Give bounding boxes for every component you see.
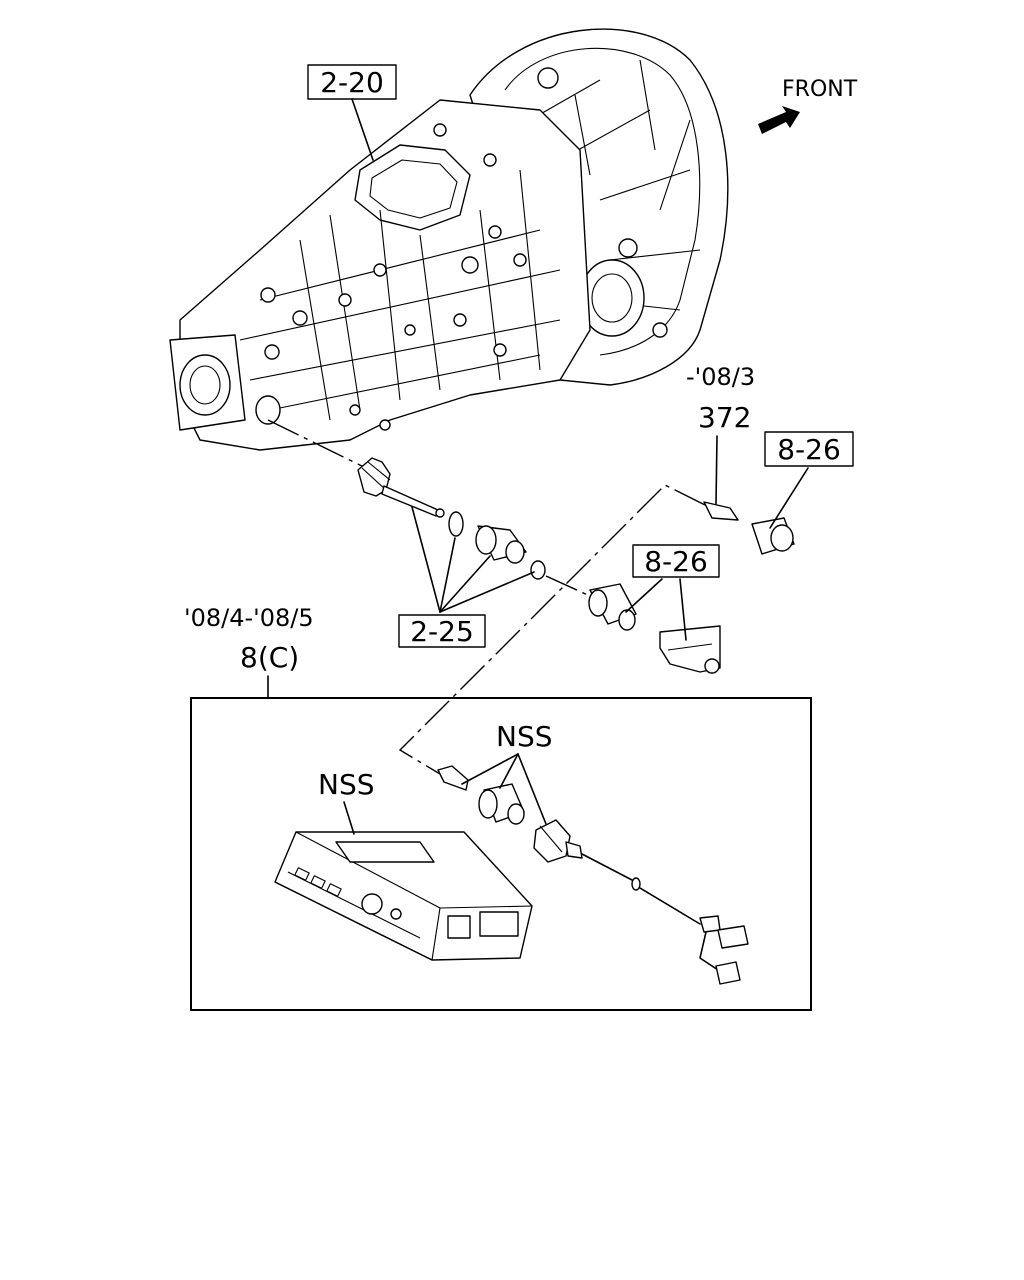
callout-2-25[interactable]: 2-25 [398, 506, 535, 648]
callout-nss-sensor-label: NSS [496, 720, 553, 753]
callout-2-25-label: 2-25 [410, 615, 474, 648]
o-ring [448, 511, 464, 537]
nss-sensor-sleeve [478, 783, 525, 825]
connector-372 [703, 501, 739, 521]
front-arrow-icon [758, 106, 800, 134]
callout-nss-unit-label: NSS [318, 768, 375, 801]
speed-gear-group [267, 419, 591, 597]
callout-nss-unit[interactable]: NSS [318, 768, 375, 835]
callout-8-26-lower[interactable]: 8-26 [625, 544, 720, 641]
nss-control-unit [274, 831, 533, 961]
sensor-8-26-upper [751, 517, 795, 555]
callout-372-label: 372 [698, 401, 751, 434]
callout-8c-label: 8(C) [240, 641, 299, 674]
callout-2-20-label: 2-20 [320, 66, 384, 99]
callout-2-20[interactable]: 2-20 [307, 64, 397, 161]
bushing [530, 560, 546, 580]
nss-connector [437, 765, 469, 791]
callout-nss-sensor[interactable]: NSS [461, 720, 553, 825]
callout-8-26-upper[interactable]: 8-26 [764, 431, 854, 529]
nss-speed-sensor [533, 819, 749, 985]
callout-372[interactable]: 372 [698, 401, 751, 505]
note-period-inset: '08/4-'08/5 [184, 604, 314, 632]
inset-leader-line [398, 484, 706, 775]
speed-sensor-assembly [588, 583, 721, 674]
inset-box: NSS NSS [190, 697, 812, 1011]
callout-8-26-lower-label: 8-26 [644, 545, 708, 578]
transmission-assembly [169, 28, 729, 451]
callout-8-26-upper-label: 8-26 [777, 433, 841, 466]
callout-8c[interactable]: 8(C) [240, 641, 299, 699]
front-indicator: FRONT [758, 77, 858, 134]
note-period-upper: -'08/3 [686, 363, 755, 391]
front-label: FRONT [782, 77, 858, 102]
